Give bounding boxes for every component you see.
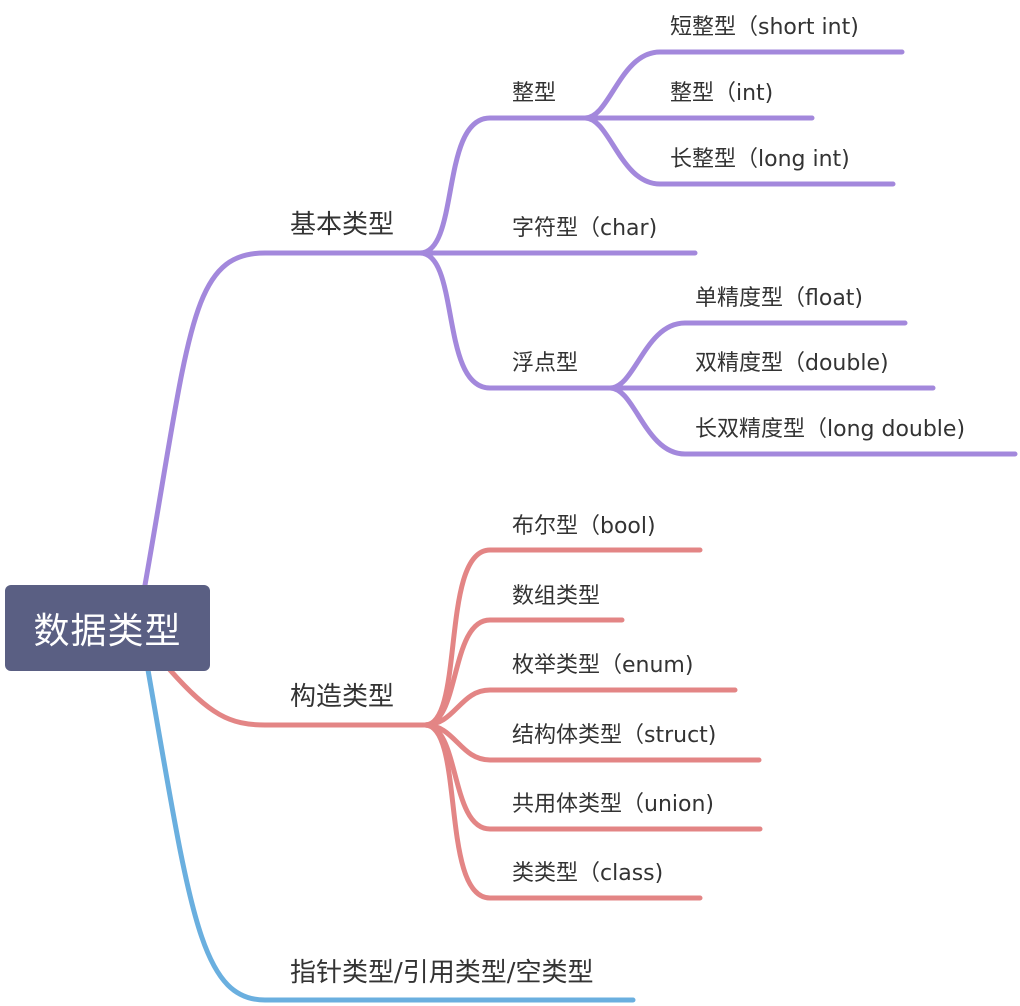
node-composite-types[interactable]: 构造类型 xyxy=(290,682,395,712)
node-enum[interactable]: 枚举类型（enum) xyxy=(512,653,694,678)
node-bool[interactable]: 布尔型（bool) xyxy=(512,514,656,539)
node-struct[interactable]: 结构体类型（struct) xyxy=(512,723,717,748)
node-double[interactable]: 双精度型（double) xyxy=(695,351,889,376)
node-short-int[interactable]: 短整型（short int) xyxy=(670,15,859,40)
node-int[interactable]: 整型（int) xyxy=(670,81,774,106)
edge-root-basic xyxy=(142,250,423,588)
node-float-single[interactable]: 单精度型（float) xyxy=(695,286,864,311)
edge-root-other xyxy=(145,667,636,1003)
edge-root-composite xyxy=(167,667,428,728)
edge-composite-array xyxy=(422,617,625,728)
root-node[interactable]: 数据类型 xyxy=(5,585,210,671)
node-integer[interactable]: 整型 xyxy=(512,81,557,106)
root-node-label: 数据类型 xyxy=(33,611,182,652)
edge-basic-float xyxy=(417,250,613,391)
edge-composite-class xyxy=(422,722,703,901)
edge-integer-long xyxy=(582,115,896,187)
node-char[interactable]: 字符型（char) xyxy=(512,216,658,241)
edge-float-longdouble xyxy=(607,385,1018,457)
node-long-double[interactable]: 长双精度型（long double) xyxy=(695,417,966,442)
node-long-int[interactable]: 长整型（long int) xyxy=(670,147,850,172)
node-class[interactable]: 类类型（class) xyxy=(512,861,664,886)
node-basic-types[interactable]: 基本类型 xyxy=(290,210,395,240)
edge-composite-enum xyxy=(422,687,738,728)
node-array[interactable]: 数组类型 xyxy=(512,584,601,609)
edge-integer-short xyxy=(582,49,905,121)
edge-basic-integer xyxy=(417,115,588,256)
node-union[interactable]: 共用体类型（union) xyxy=(512,792,714,817)
node-other-types[interactable]: 指针类型/引用类型/空类型 xyxy=(290,958,594,988)
edge-float-single xyxy=(607,320,908,391)
node-float[interactable]: 浮点型 xyxy=(512,351,579,376)
